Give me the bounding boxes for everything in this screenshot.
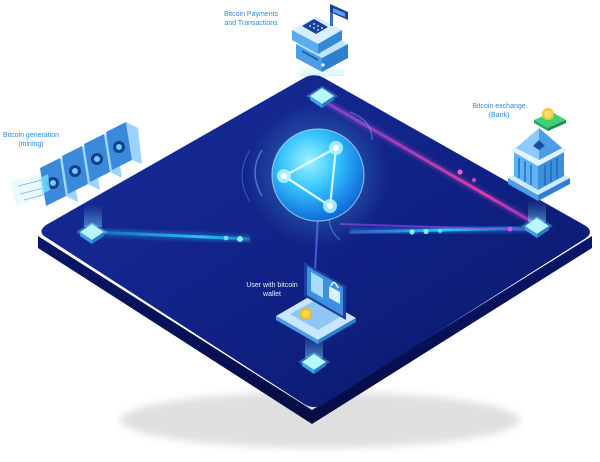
floor-shadow: [120, 392, 520, 448]
payments-label-line2: and Transactions: [224, 20, 278, 27]
user-label-line1: User with bitcoin: [246, 282, 298, 289]
laptop-wallet-icon: [276, 262, 356, 344]
network-globe-icon: [241, 103, 390, 247]
mining-rig-icon: [10, 122, 142, 206]
mining-label-line1: Bitcoin generation: [2, 132, 60, 139]
mining-label: Bitcoin generation (mining): [0, 131, 62, 149]
exchange-label-line1: Bitcoin exchange: [472, 103, 526, 110]
cash-register-icon: [292, 4, 348, 72]
payments-label: Bitcoin Payments and Transactions: [218, 10, 284, 28]
node-pad-user: [298, 334, 330, 374]
mining-label-line2: (mining): [18, 141, 44, 148]
node-pad-mining: [76, 205, 108, 244]
bank-icon: [508, 108, 570, 201]
exchange-label-line2: (Bank): [488, 112, 510, 119]
exchange-label: Bitcoin exchange (Bank): [466, 102, 532, 120]
node-pad-exchange: [521, 200, 553, 238]
user-label: User with bitcoin wallet: [240, 281, 304, 299]
user-label-line2: wallet: [263, 291, 281, 298]
payments-label-line1: Bitcoin Payments: [223, 11, 279, 18]
